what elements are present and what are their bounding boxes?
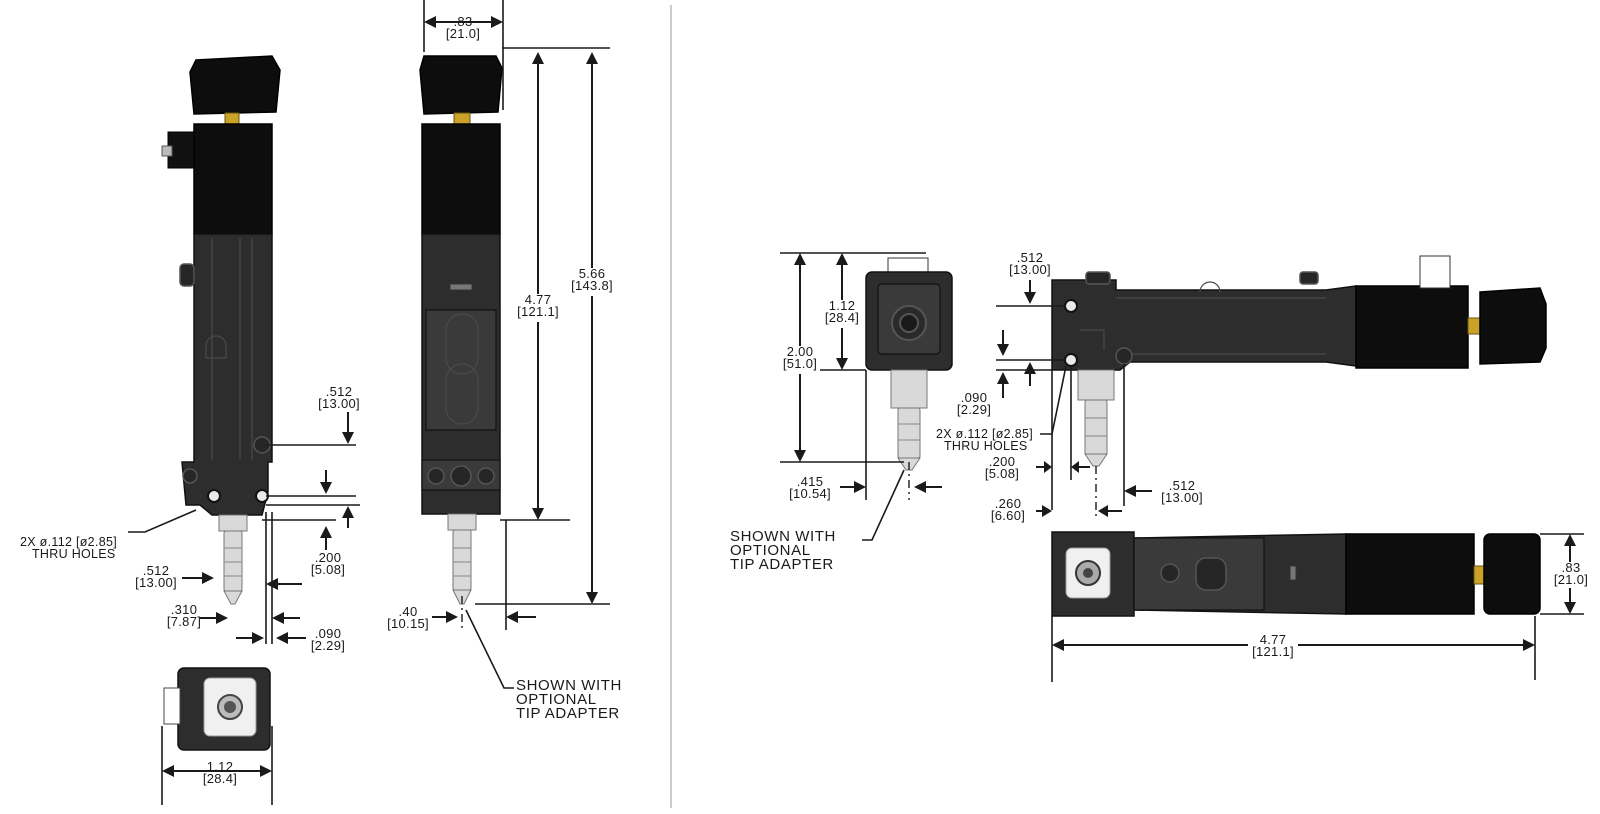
- dim-front-tip-mm: [7.87]: [167, 614, 201, 629]
- dim-bot-len-inch: 4.77: [1260, 632, 1287, 647]
- dim-top-w-mm: [21.0]: [446, 26, 480, 41]
- dim-end-tip-mm: [10.54]: [789, 486, 831, 501]
- dim-h-260-inch: .260: [995, 496, 1022, 511]
- dim-bot-h-inch: .83: [1562, 560, 1581, 575]
- dim-front-offset-inch: .200: [315, 550, 342, 565]
- horizontal-top-view: [1051, 255, 1547, 467]
- dim-h-200-mm: [5.08]: [985, 466, 1019, 481]
- note-tip-r3: TIP ADAPTER: [730, 556, 834, 573]
- note-holes-1: 2X ø.112 [ø2.85]: [20, 535, 117, 549]
- horizontal-bottom-view-dims: .83 [21.0] 4.77 [121.1]: [1051, 533, 1590, 682]
- dim-h-260-mm: [6.60]: [991, 508, 1025, 523]
- dim-body-len-inch: 4.77: [525, 292, 552, 307]
- front-view-dims: .512 [13.00] .200 [5.08] .512 [13.00] .3…: [20, 384, 360, 653]
- dim-bot-len-mm: [121.1]: [1252, 644, 1294, 659]
- dim-bot-h-mm: [21.0]: [1554, 572, 1588, 587]
- dim-front-hole-mm: [13.00]: [318, 396, 360, 411]
- note-tip-3: TIP ADAPTER: [516, 705, 620, 722]
- dim-bottom-w-inch: 1.12: [207, 759, 234, 774]
- dim-h-top-inch: .512: [1017, 250, 1044, 265]
- note-h-holes-1: 2X ø.112 [ø2.85]: [936, 427, 1033, 441]
- dim-h-090-inch: .090: [961, 390, 988, 405]
- dim-front-x-inch: .512: [143, 563, 170, 578]
- dim-body-len-mm: [121.1]: [517, 304, 559, 319]
- dim-front-090-inch: .090: [315, 626, 342, 641]
- dim-front-tip-inch: .310: [171, 602, 198, 617]
- side-view-dims: .83 [21.0] 4.77 [121.1] 5.66 [143.8] .40…: [387, 0, 622, 722]
- dim-front-hole-inch: .512: [326, 384, 353, 399]
- end-view-dims: 2.00 [51.0] 1.12 [28.4] .415 [10.54] SHO…: [730, 252, 942, 573]
- note-tip-r1: SHOWN WITH: [730, 528, 836, 545]
- horizontal-top-view-dims: .512 [13.00] .090 [2.29] 2X ø.112 [ø2.85…: [936, 250, 1203, 523]
- note-holes-2: THRU HOLES: [32, 547, 116, 561]
- dim-side-tip-mm: [10.15]: [387, 616, 429, 631]
- note-tip-r2: OPTIONAL: [730, 542, 811, 559]
- dim-bottom-w-mm: [28.4]: [203, 771, 237, 786]
- dim-h-090-mm: [2.29]: [957, 402, 991, 417]
- dim-end-h-inch: 2.00: [787, 344, 814, 359]
- dim-h-512-inch: .512: [1169, 478, 1196, 493]
- dim-end-body-mm: [28.4]: [825, 310, 859, 325]
- dim-overall-inch: 5.66: [579, 266, 606, 281]
- dim-top-w-inch: .83: [454, 14, 473, 29]
- side-view: [419, 55, 503, 605]
- note-h-holes-2: THRU HOLES: [944, 439, 1028, 453]
- dim-side-tip-inch: .40: [399, 604, 418, 619]
- note-tip-2: OPTIONAL: [516, 691, 597, 708]
- bottom-end-view: 1.12 [28.4]: [161, 667, 273, 805]
- dim-end-h-mm: [51.0]: [783, 356, 817, 371]
- dim-front-offset-mm: [5.08]: [311, 562, 345, 577]
- dim-h-512-mm: [13.00]: [1161, 490, 1203, 505]
- dim-end-body-inch: 1.12: [829, 298, 856, 313]
- dim-h-top-mm: [13.00]: [1009, 262, 1051, 277]
- dim-front-090-mm: [2.29]: [311, 638, 345, 653]
- end-view: [865, 257, 953, 471]
- dim-h-200-inch: .200: [989, 454, 1016, 469]
- dim-end-tip-inch: .415: [797, 474, 824, 489]
- horizontal-bottom-view: [1051, 531, 1541, 617]
- dim-front-x-mm: [13.00]: [135, 575, 177, 590]
- dim-overall-mm: [143.8]: [571, 278, 613, 293]
- front-view: [161, 55, 281, 605]
- note-tip-1: SHOWN WITH: [516, 677, 622, 694]
